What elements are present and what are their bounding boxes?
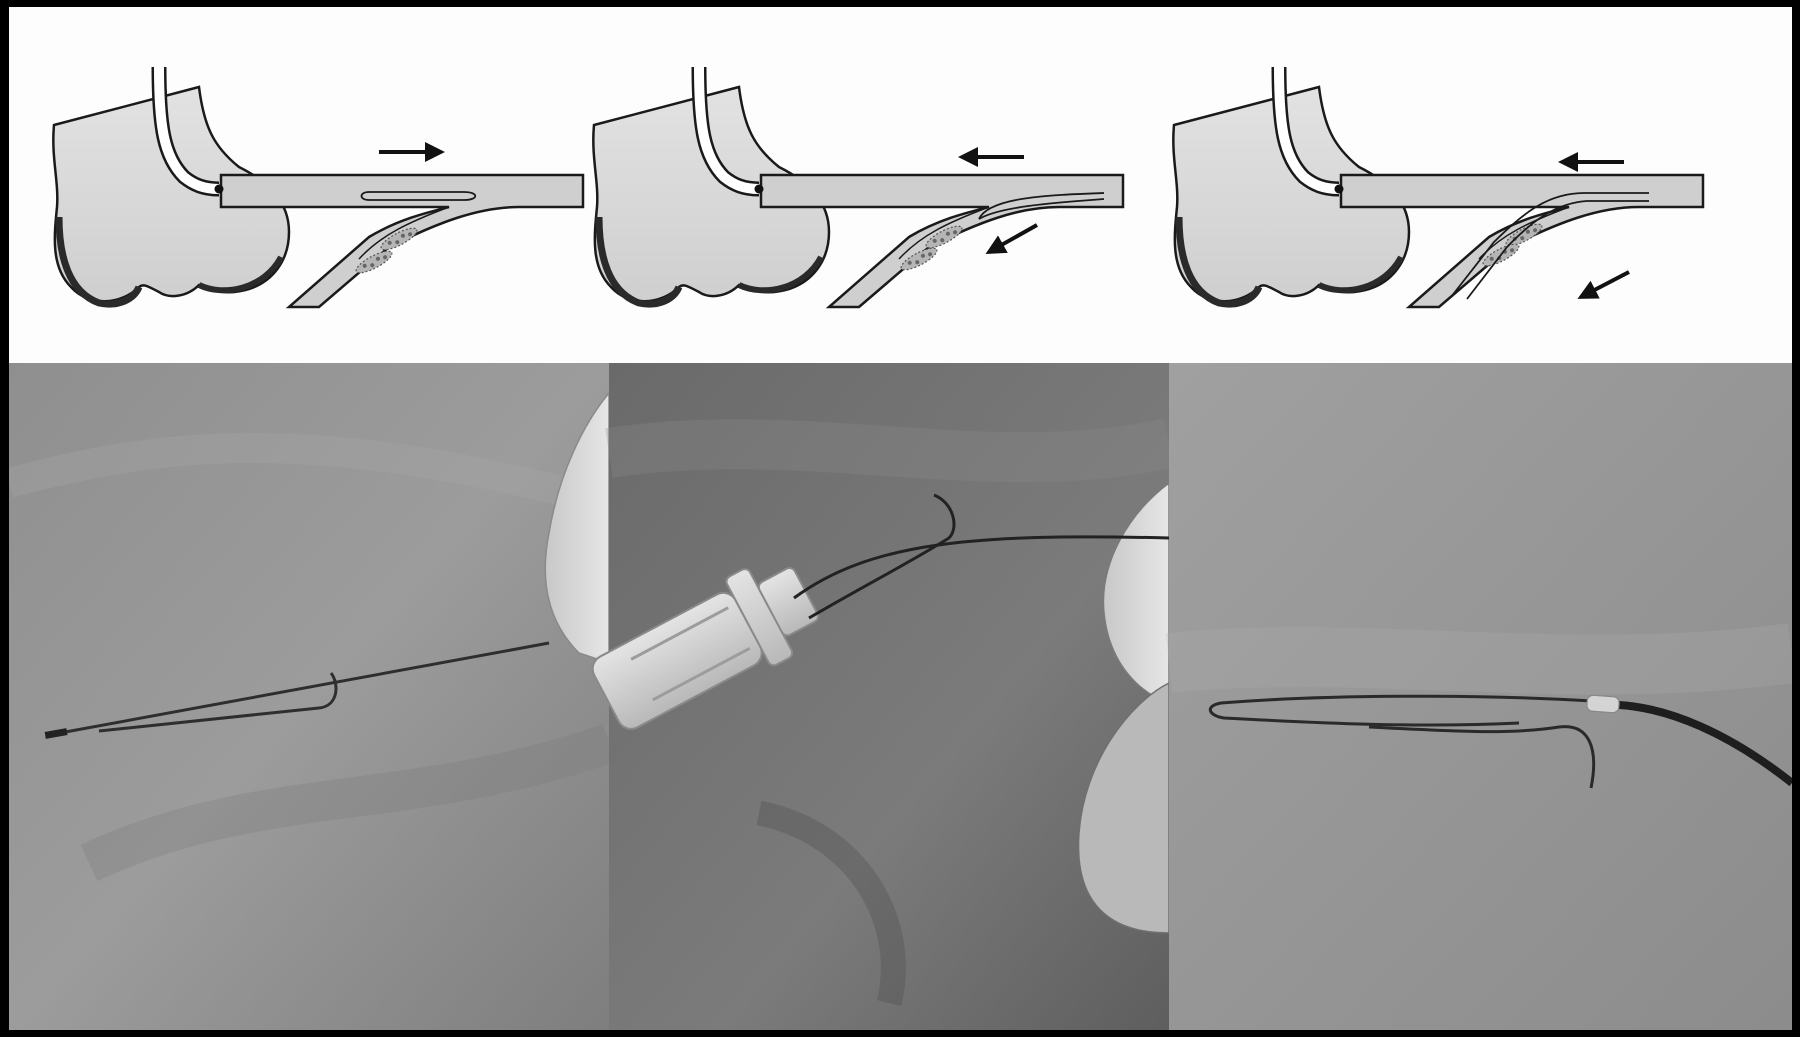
- arrow-down-left-icon: [1581, 272, 1629, 297]
- photo-3: [1169, 363, 1792, 1030]
- diagram-panel-3: [1173, 67, 1703, 307]
- diagram-row: [9, 7, 1792, 363]
- photo-2: [583, 363, 1169, 1030]
- diagram-panel-2: [593, 67, 1123, 307]
- photo-1: [9, 363, 609, 1030]
- diagram-panel-1: [53, 67, 583, 307]
- arrow-down-left-icon: [989, 225, 1037, 252]
- photographs: [9, 363, 1792, 1030]
- schematic-diagrams: [9, 7, 1792, 363]
- photo-row: [9, 363, 1792, 1030]
